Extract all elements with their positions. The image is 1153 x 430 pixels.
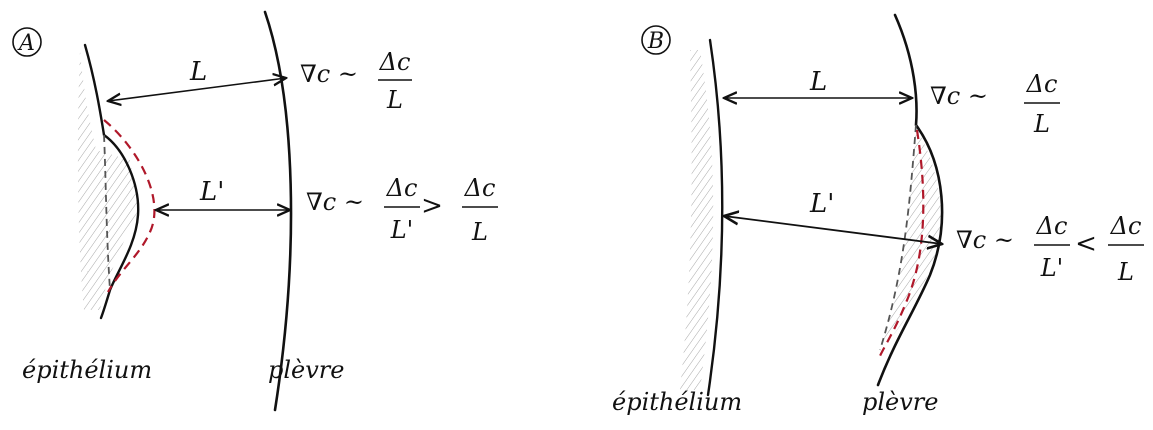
panel-a-pleura-label: plèvre [268, 356, 344, 384]
panel-a-badge-letter: A [17, 31, 35, 56]
panel-b-Lprime-label: L' [809, 189, 834, 219]
panel-b-epithelium-hatch [680, 50, 713, 390]
panel-a-epithelium-label: épithélium [22, 356, 152, 384]
panel-a-L-label: L [189, 57, 207, 87]
panel-b-formula-top-num: Δc [1026, 70, 1058, 98]
panel-b-formula-top-den: L [1033, 110, 1050, 138]
panel-b-formula-top-lhs: ∇c ~ [930, 82, 988, 110]
panel-a-formula-top-lhs: ∇c ~ [300, 60, 358, 88]
panel-b: B L L' ∇c ~ Δc L ∇c ~ Δc L [612, 15, 1144, 416]
panel-b-epithelium-label: épithélium [612, 388, 742, 416]
panel-a-pleura-line [265, 12, 291, 410]
panel-a-formula-top-den: L [386, 86, 403, 114]
panel-a-formula-bottom-num: Δc [386, 174, 418, 202]
panel-b-formula-bottom-num: Δc [1036, 212, 1068, 240]
panel-a-formula-top-num: Δc [379, 48, 411, 76]
panel-a-formula-bottom-op: > [421, 191, 443, 221]
panel-b-formula-bottom-lhs: ∇c ~ [956, 226, 1014, 254]
panel-b-formula-top: ∇c ~ Δc L [930, 70, 1060, 138]
panel-a-formula-bottom-num2: Δc [464, 174, 496, 202]
panel-a-Lprime-label: L' [199, 177, 224, 207]
panel-b-badge-letter: B [647, 29, 664, 54]
panel-b-badge: B [642, 26, 670, 54]
panel-a-formula-bottom-lhs: ∇c ~ [306, 188, 364, 216]
panel-a-formula-bottom-den2: L [471, 218, 488, 246]
panel-a-formula-bottom-den: L' [390, 216, 414, 244]
panel-a: A L L' ∇c ~ Δc L ∇c ~ Δc L' > [13, 12, 498, 410]
panel-b-formula-bottom-op: < [1075, 229, 1097, 259]
panel-a-formula-bottom: ∇c ~ Δc L' > Δc L [306, 174, 498, 246]
panel-b-pleura-label: plèvre [862, 388, 938, 416]
panel-b-formula-bottom: ∇c ~ Δc L' < Δc L [956, 212, 1144, 286]
panel-b-formula-bottom-num2: Δc [1110, 212, 1142, 240]
panel-a-formula-top: ∇c ~ Δc L [300, 48, 412, 114]
panel-b-formula-bottom-den2: L [1117, 258, 1134, 286]
panel-b-formula-bottom-den: L' [1040, 254, 1064, 282]
panel-a-badge: A [13, 28, 41, 56]
panel-b-L-label: L [809, 67, 827, 97]
